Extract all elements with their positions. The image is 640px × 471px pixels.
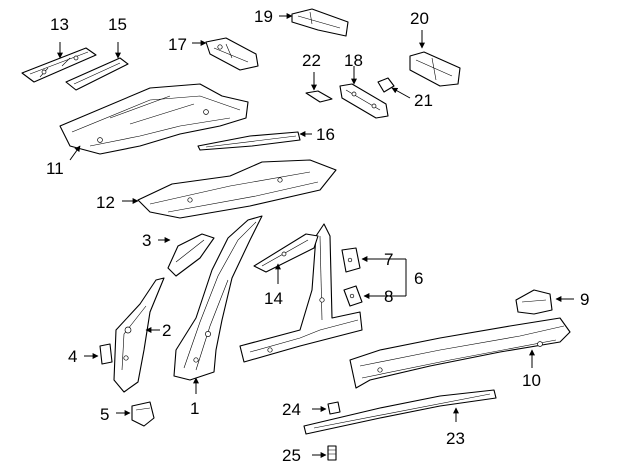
part-13-bracket [21,47,97,83]
callout-19: 19 [254,7,273,26]
callout-12: 12 [96,193,115,212]
part-17-bracket [205,37,259,71]
part-1-center-pillar [173,215,263,381]
part-11-rear-floor-pan [59,83,249,155]
callout-24: 24 [282,400,301,419]
part-24-bolt [327,401,341,415]
callout-25: 25 [282,446,301,465]
part-5-bracket [131,401,155,427]
part-20-bracket [409,51,461,87]
callout-labels: 13 15 19 17 20 22 18 21 11 16 12 3 2 4 5… [46,7,589,465]
part-19-cross-member [291,8,349,37]
callout-23: 23 [446,429,465,448]
callout-22: 22 [302,51,321,70]
callout-1: 1 [190,399,199,418]
callout-11: 11 [46,159,64,178]
part-10-rocker-panel [349,317,571,389]
callout-8: 8 [384,287,393,306]
callout-13: 13 [50,15,69,34]
callout-14: 14 [264,289,283,308]
part-3-reinforcement [167,233,215,277]
callout-10: 10 [522,371,541,390]
callout-15: 15 [108,15,127,34]
part-12-front-floor-pan [137,159,337,219]
part-25-bolt [327,445,337,461]
callout-3: 3 [142,231,151,250]
part-15-reinforcement [65,57,129,91]
part-14-upper-rail [253,233,319,273]
part-7-bracket [341,247,361,273]
callout-2: 2 [162,321,171,340]
part-14-inner-sill [239,223,363,363]
callout-6: 6 [414,269,423,288]
part-18-bracket [339,83,389,119]
callout-4: 4 [68,347,77,366]
callout-18: 18 [344,51,363,70]
part-9-bracket [515,289,553,315]
callout-9: 9 [580,290,589,309]
callout-5: 5 [100,405,109,424]
part-23-sill-strip [303,389,497,435]
leader-lines [57,13,574,458]
part-8-bracket [343,285,363,307]
callout-20: 20 [410,9,429,28]
callout-17: 17 [168,35,187,54]
part-16-side-member [197,131,301,151]
callout-16: 16 [316,125,335,144]
part-22-plate [305,90,333,103]
callout-21: 21 [414,91,433,110]
callout-7: 7 [384,250,393,269]
part-21-clip [377,77,395,93]
part-2-front-pillar [113,277,165,393]
part-4-bracket [99,343,113,365]
